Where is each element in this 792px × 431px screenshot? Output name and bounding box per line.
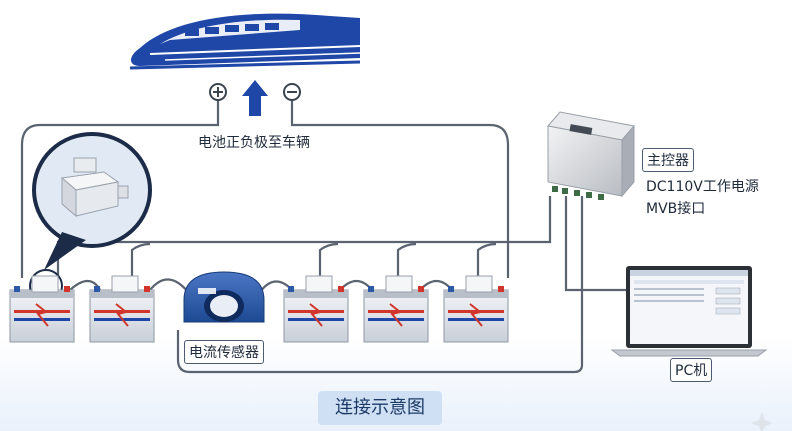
main-controller-device [547,111,635,200]
power-source-label: DC110V工作电源 [646,179,759,195]
mvb-interface-label: MVB接口 [646,201,706,217]
battery-5 [443,275,509,343]
pc-label: PC机 [670,358,713,382]
battery-3 [283,275,349,343]
wiring [20,100,626,374]
diagram-title: 连接示意图 [318,391,442,425]
negative-terminal-icon [283,83,301,101]
battery-2 [89,275,155,343]
battery-4 [363,275,429,343]
battery-1 [9,275,75,343]
arrow-up-icon [242,80,268,116]
positive-terminal-icon [209,83,227,101]
mini-sensor-device-icon [60,157,129,218]
current-sensor-label: 电流传感器 [184,340,264,364]
train-icon [129,13,361,70]
sparkle-icon [751,412,773,431]
pc-laptop-icon [610,266,768,357]
main-controller-label: 主控器 [642,148,694,172]
battery-to-vehicle-label: 电池正负极至车辆 [198,135,310,151]
current-sensor-device [183,271,265,323]
